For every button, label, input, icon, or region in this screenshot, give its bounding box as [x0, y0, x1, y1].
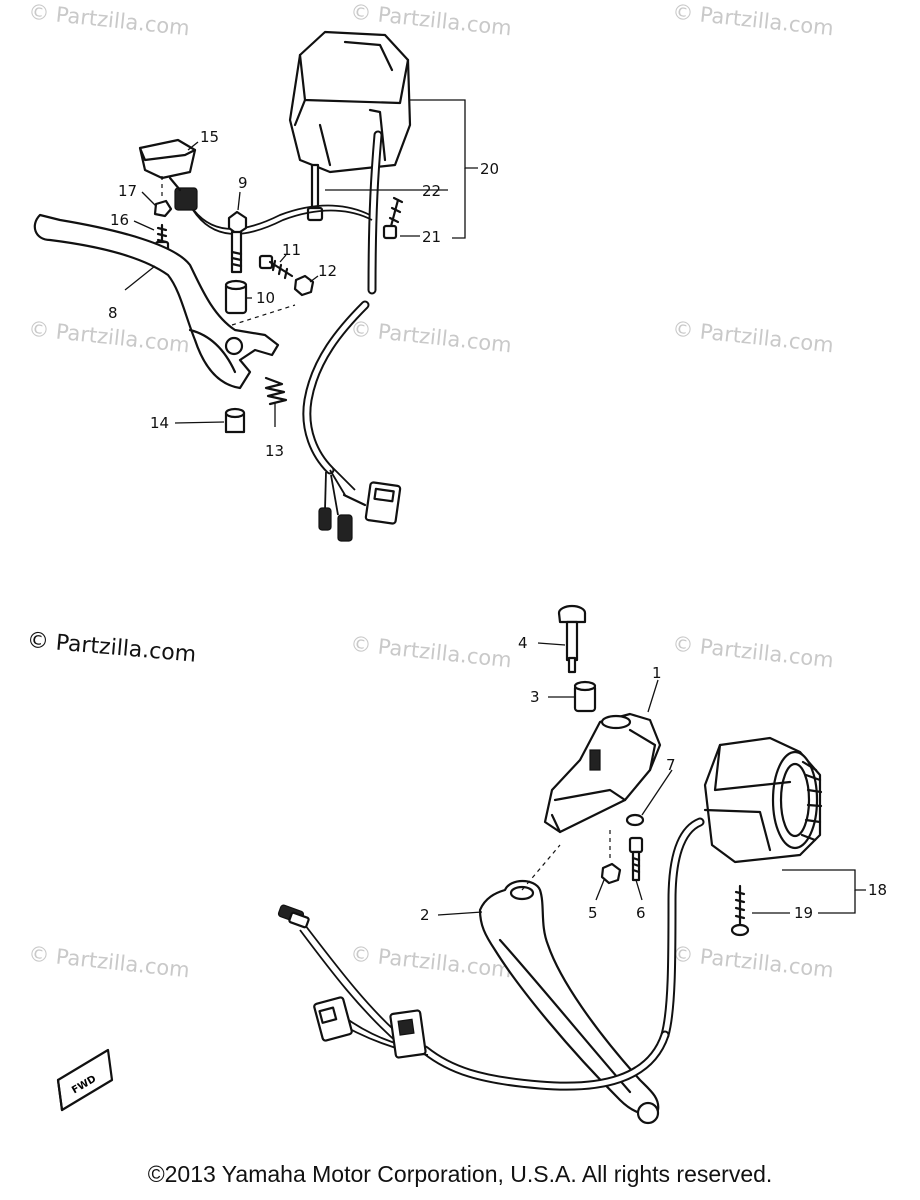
callout-10: 10 [256, 289, 275, 307]
part-18-switch-housing [703, 736, 823, 864]
part-19-screw [730, 884, 750, 937]
callout-17: 17 [118, 182, 137, 200]
part-7-washer [625, 813, 645, 827]
part-21-screw [382, 196, 404, 240]
part-13-spring [264, 376, 288, 406]
part-6-screw [628, 836, 644, 882]
part-4-bolt [557, 604, 587, 674]
callout-5: 5 [588, 904, 598, 922]
callout-20: 20 [480, 160, 499, 178]
part-11-screw [258, 254, 294, 280]
part-17-nut [153, 199, 173, 218]
callout-16: 16 [110, 211, 129, 229]
callout-21: 21 [422, 228, 441, 246]
fwd-arrow-icon: FWD [56, 1048, 114, 1112]
callout-13: 13 [265, 442, 284, 460]
callout-8: 8 [108, 304, 118, 322]
callout-4: 4 [518, 634, 528, 652]
callout-7: 7 [666, 756, 676, 774]
part-8-lever [33, 213, 280, 390]
callout-18: 18 [868, 881, 887, 899]
callout-12: 12 [318, 262, 337, 280]
callout-22: 22 [422, 182, 441, 200]
part-9-bolt [227, 210, 248, 274]
callout-14: 14 [150, 414, 169, 432]
callout-2: 2 [420, 906, 430, 924]
part-1-lever-holder [543, 712, 662, 834]
part-14-plug [224, 407, 246, 434]
callout-15: 15 [200, 128, 219, 146]
part-3-collar [573, 680, 597, 713]
part-10-collar [224, 279, 248, 315]
callout-9: 9 [238, 174, 248, 192]
connector [277, 904, 427, 1059]
callout-6: 6 [636, 904, 646, 922]
copyright-notice: ©2013 Yamaha Motor Corporation, U.S.A. A… [147, 1161, 773, 1187]
connector [318, 481, 402, 542]
part-5-nut [600, 862, 622, 885]
callout-11: 11 [282, 241, 301, 259]
callout-3: 3 [530, 688, 540, 706]
part-12-nut [293, 274, 315, 297]
callout-1: 1 [652, 664, 662, 682]
part-20-switch-housing [288, 30, 412, 174]
callout-19: 19 [794, 904, 813, 922]
part-15-switch [138, 138, 198, 211]
part-2-lever [478, 879, 660, 1125]
